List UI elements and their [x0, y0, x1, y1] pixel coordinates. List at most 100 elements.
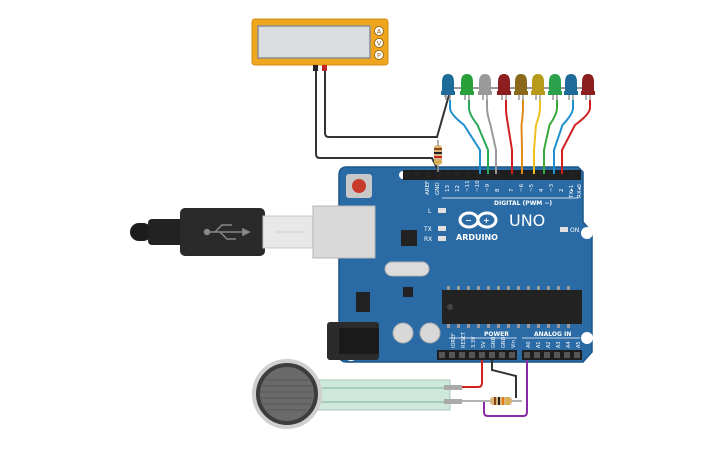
- usb-b-jack: [312, 205, 376, 259]
- led-wire[interactable]: [505, 100, 513, 174]
- led-rim: [478, 91, 492, 95]
- pin-label: A2: [546, 341, 552, 348]
- power-header-label: POWER: [484, 331, 509, 338]
- led-wire[interactable]: [561, 100, 591, 174]
- led-body: [532, 74, 544, 92]
- led-l-indicator: [438, 208, 446, 213]
- logo-minus-icon: −: [465, 216, 472, 225]
- led-rx-indicator: [438, 236, 446, 241]
- led[interactable]: [441, 74, 455, 100]
- pin-label: 2: [559, 189, 565, 193]
- led-rim: [497, 91, 511, 95]
- resistor-band: [494, 397, 496, 405]
- resistor-band: [434, 148, 442, 150]
- led[interactable]: [531, 74, 545, 100]
- led-body: [565, 74, 577, 92]
- logo-plus-icon: +: [483, 216, 490, 225]
- led-wire[interactable]: [543, 100, 558, 174]
- resistor-band: [434, 152, 442, 154]
- led[interactable]: [514, 74, 528, 100]
- terminal-a-label: A: [377, 28, 382, 36]
- led[interactable]: [581, 74, 595, 100]
- digital-pin-labels: AREF GND 13 12 ~11 ~10 ~9 8 7 ~6 ~5 4 ~3…: [425, 180, 583, 199]
- pin-label: A5: [576, 341, 582, 348]
- led-wires: [449, 100, 591, 174]
- led-body: [479, 74, 491, 92]
- mount-hole: [581, 332, 593, 344]
- pin-label: IOREF: [451, 333, 457, 348]
- led-body: [549, 74, 561, 92]
- led-rim: [460, 91, 474, 95]
- led-body: [582, 74, 594, 92]
- led[interactable]: [548, 74, 562, 100]
- led[interactable]: [478, 74, 492, 100]
- wire-piezo-signal[interactable]: [324, 71, 450, 138]
- led-wire[interactable]: [520, 100, 524, 174]
- pin-label: GND: [501, 336, 507, 348]
- led-wire[interactable]: [486, 100, 497, 174]
- led-wire[interactable]: [533, 100, 541, 174]
- led-wire[interactable]: [553, 100, 574, 174]
- piezo-pin-positive[interactable]: [322, 65, 327, 71]
- led-rim: [514, 91, 528, 95]
- led-body: [442, 74, 454, 92]
- piezo-buzzer[interactable]: A V P: [251, 18, 389, 71]
- pin-label: 3.3V: [471, 336, 477, 348]
- wire-5v[interactable]: [462, 360, 483, 388]
- led[interactable]: [460, 74, 474, 100]
- model-label: UNO: [509, 211, 545, 230]
- pin-label: ~3: [549, 183, 555, 192]
- pin-label: ~11: [465, 180, 471, 192]
- fsr-pin-2[interactable]: [444, 399, 462, 404]
- wire-piezo-gnd[interactable]: [315, 71, 439, 171]
- analog-header: [522, 350, 582, 360]
- pin-label: 13: [445, 185, 451, 192]
- pin-label: ~9: [485, 183, 491, 192]
- smd-chip: [403, 287, 413, 297]
- led-body: [498, 74, 510, 92]
- force-sensitive-resistor[interactable]: [252, 359, 462, 429]
- fsr-pad-inner: [260, 367, 314, 421]
- led-resistor[interactable]: [434, 140, 442, 172]
- led-rx-label: RX: [424, 236, 432, 243]
- wire-gnd[interactable]: [491, 360, 517, 398]
- usb-symbol-icon: [203, 224, 251, 240]
- pin-label: TX▸1: [569, 185, 575, 199]
- arduino-uno-board[interactable]: L TX RX ON − + ARDUINO UNO AREF GND: [312, 166, 593, 363]
- fsr-pin-1[interactable]: [444, 385, 462, 390]
- chip-notch: [447, 304, 453, 310]
- fsr-tail: [299, 379, 451, 411]
- arduino-infinity-logo: [458, 211, 498, 229]
- led-tx-label: TX: [423, 226, 432, 233]
- wire-a0[interactable]: [483, 360, 528, 417]
- terminal-p-icon: [374, 50, 384, 60]
- pin-label: GND: [435, 182, 441, 195]
- pin-label: 5V: [481, 341, 487, 348]
- pin-label: RESET: [461, 331, 467, 348]
- dc-power-jack-inner: [339, 328, 379, 354]
- pin-label: 4: [539, 188, 545, 192]
- pin-label: ~6: [519, 183, 525, 192]
- led-wire[interactable]: [449, 100, 481, 174]
- resistor-band: [434, 156, 442, 158]
- resistor-band: [507, 397, 509, 405]
- led[interactable]: [564, 74, 578, 100]
- resistor-band: [502, 397, 504, 405]
- atmega-microcontroller: [442, 290, 582, 324]
- pin-label: ~5: [529, 183, 535, 192]
- fsr-pad-lines: [261, 379, 313, 411]
- fsr-pulldown-resistor[interactable]: [462, 397, 522, 405]
- pin-label: A3: [556, 341, 562, 348]
- pin-label: 7: [509, 188, 515, 192]
- piezo-pin-negative[interactable]: [313, 65, 318, 71]
- pin-label: A4: [566, 341, 572, 348]
- pin-label: GND: [491, 336, 497, 348]
- pin-label: ~10: [475, 180, 481, 192]
- terminal-v-label: V: [377, 40, 382, 48]
- led-rim: [441, 91, 455, 95]
- led[interactable]: [497, 74, 511, 100]
- reset-button[interactable]: [352, 179, 366, 193]
- led-wire[interactable]: [468, 100, 489, 174]
- resistor-band: [434, 161, 442, 163]
